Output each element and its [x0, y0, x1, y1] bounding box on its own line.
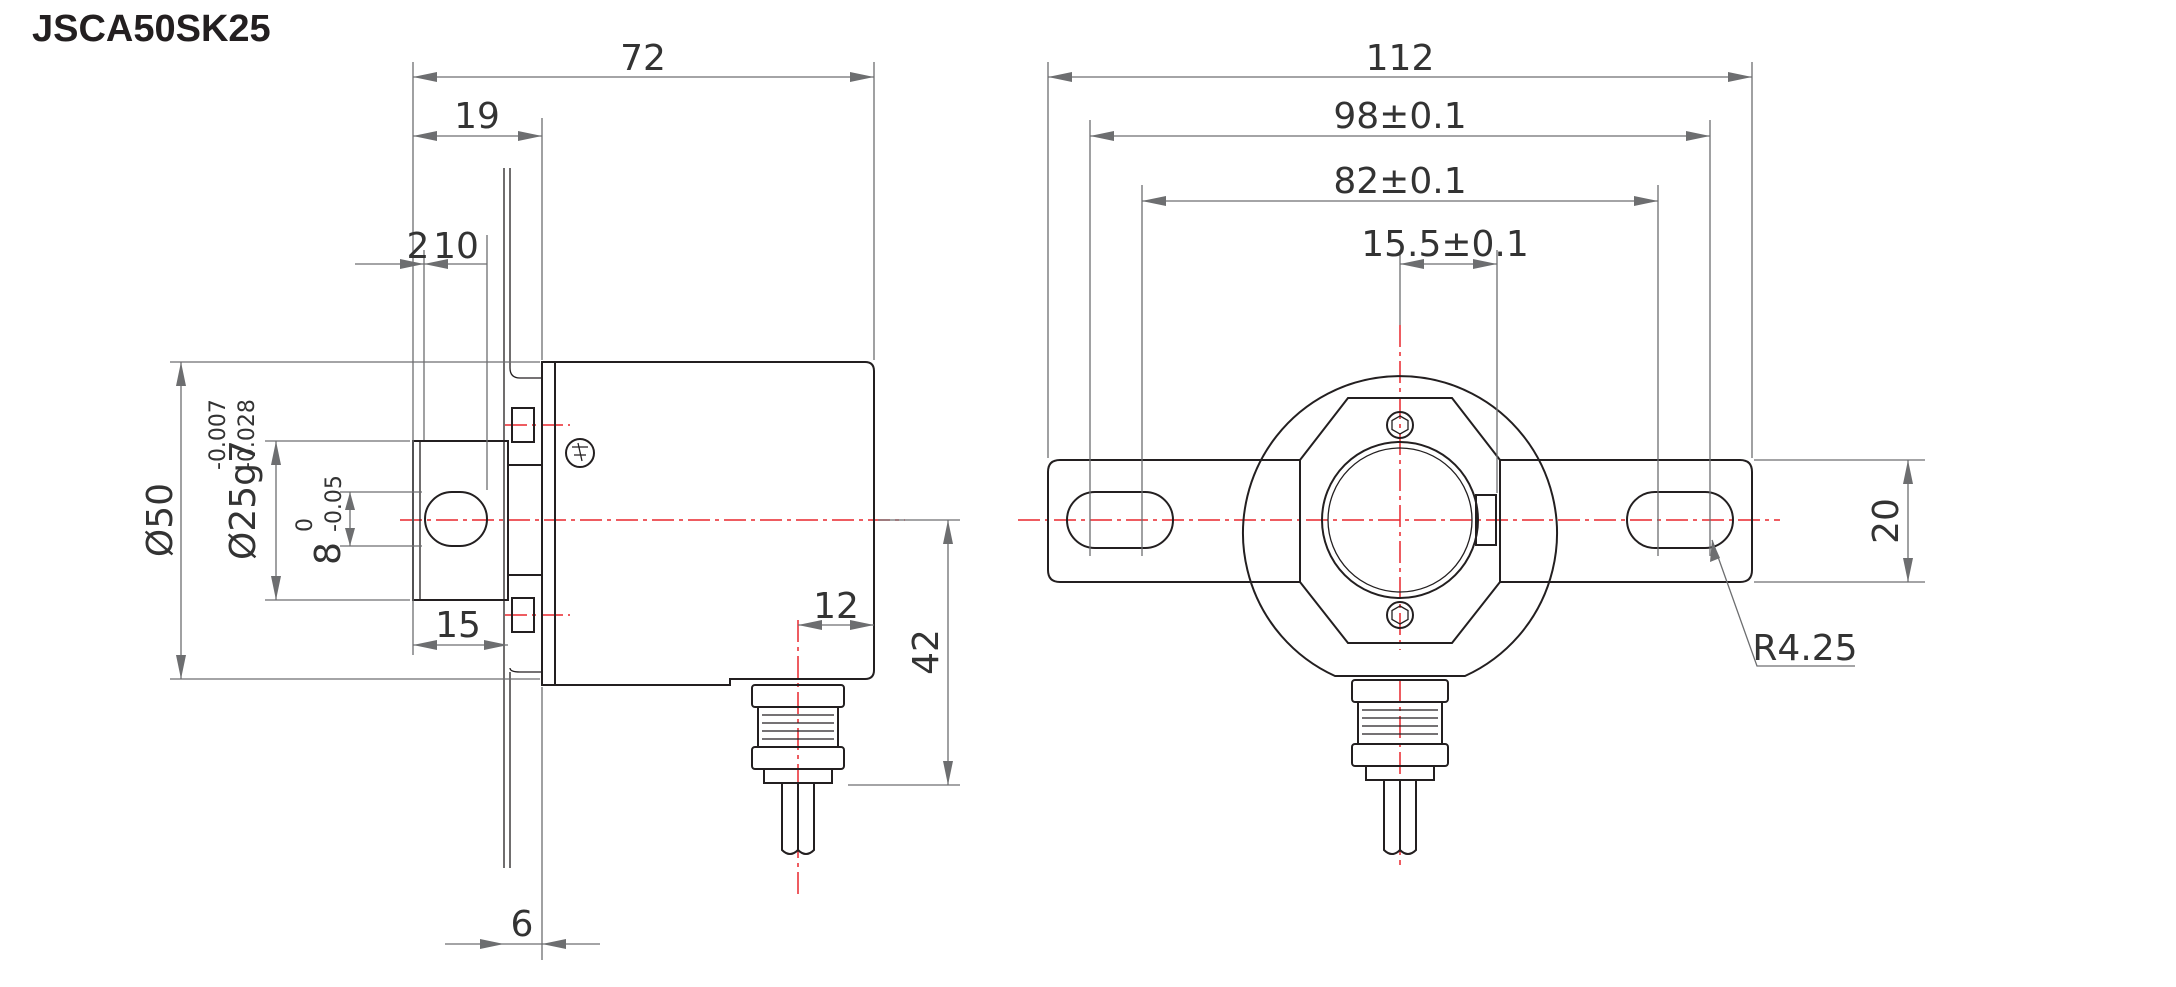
front-view: 112 98±0.1 82±0.1 15.5±0.1 R4.25 20 [1018, 38, 1925, 865]
dim-inner-slot-pitch: 82±0.1 [1333, 161, 1466, 202]
mounting-bracket [503, 168, 542, 868]
dim-flat-length: 10 [433, 226, 479, 267]
dim-flat-width: 8 [308, 542, 349, 565]
front-extension-lines [1047, 62, 1925, 583]
dim-flat-tol-upper: 0 [293, 518, 318, 532]
side-dimension-lines [180, 76, 949, 945]
dim-bracket-thickness: 6 [511, 904, 534, 945]
bore-key [1475, 494, 1497, 546]
dim-cable-height: 42 [906, 629, 947, 675]
dim-overall-length: 72 [620, 38, 666, 79]
dim-bracket-width: 112 [1366, 38, 1435, 79]
front-housing [1242, 375, 1558, 677]
dim-shaft-tol-lower: -0.028 [235, 399, 260, 470]
dim-shaft-length: 19 [454, 96, 500, 137]
dim-flat-tol-lower: -0.05 [322, 475, 347, 532]
dim-hole-offset: 15.5±0.1 [1361, 224, 1529, 265]
dim-flat-offset: 2 [407, 226, 430, 267]
shaft-keyway-slot [424, 491, 488, 547]
drawing-title: JSCA50SK25 [32, 8, 271, 50]
dim-shaft-tol-upper: -0.007 [206, 399, 231, 470]
front-bracket-plate [1047, 397, 1753, 644]
front-cable [1383, 780, 1417, 855]
center-bore-inner [1327, 447, 1473, 593]
side-view: 72 19 2 10 15 12 6 Ø50 Ø25g7 -0.007 -0.0… [140, 38, 960, 960]
mounting-slot-right [1626, 491, 1734, 549]
front-arrowheads [1048, 72, 1913, 582]
center-bore [1321, 441, 1479, 599]
screw-head-top [511, 407, 535, 443]
dim-cable-offset: 12 [813, 586, 859, 627]
dim-slot-radius: R4.25 [1752, 628, 1857, 669]
front-dimension-lines [1048, 76, 1909, 667]
screw-head-bottom [511, 597, 535, 633]
dim-keyway-length: 15 [435, 605, 481, 646]
cable [781, 783, 815, 855]
dim-body-diameter: Ø50 [140, 483, 181, 557]
hex-screw-top-icon [1386, 411, 1414, 439]
side-arrowheads [176, 72, 953, 949]
dim-shaft-diameter: Ø25g7 [223, 440, 264, 560]
dim-outer-slot-pitch: 98±0.1 [1333, 96, 1466, 137]
ground-screw-icon [565, 438, 595, 468]
mounting-slot-left [1066, 491, 1174, 549]
hex-screw-bottom-icon [1386, 601, 1414, 629]
encoder-body [541, 361, 875, 686]
side-extension-lines [170, 62, 960, 960]
dim-bracket-height: 20 [1866, 498, 1907, 544]
